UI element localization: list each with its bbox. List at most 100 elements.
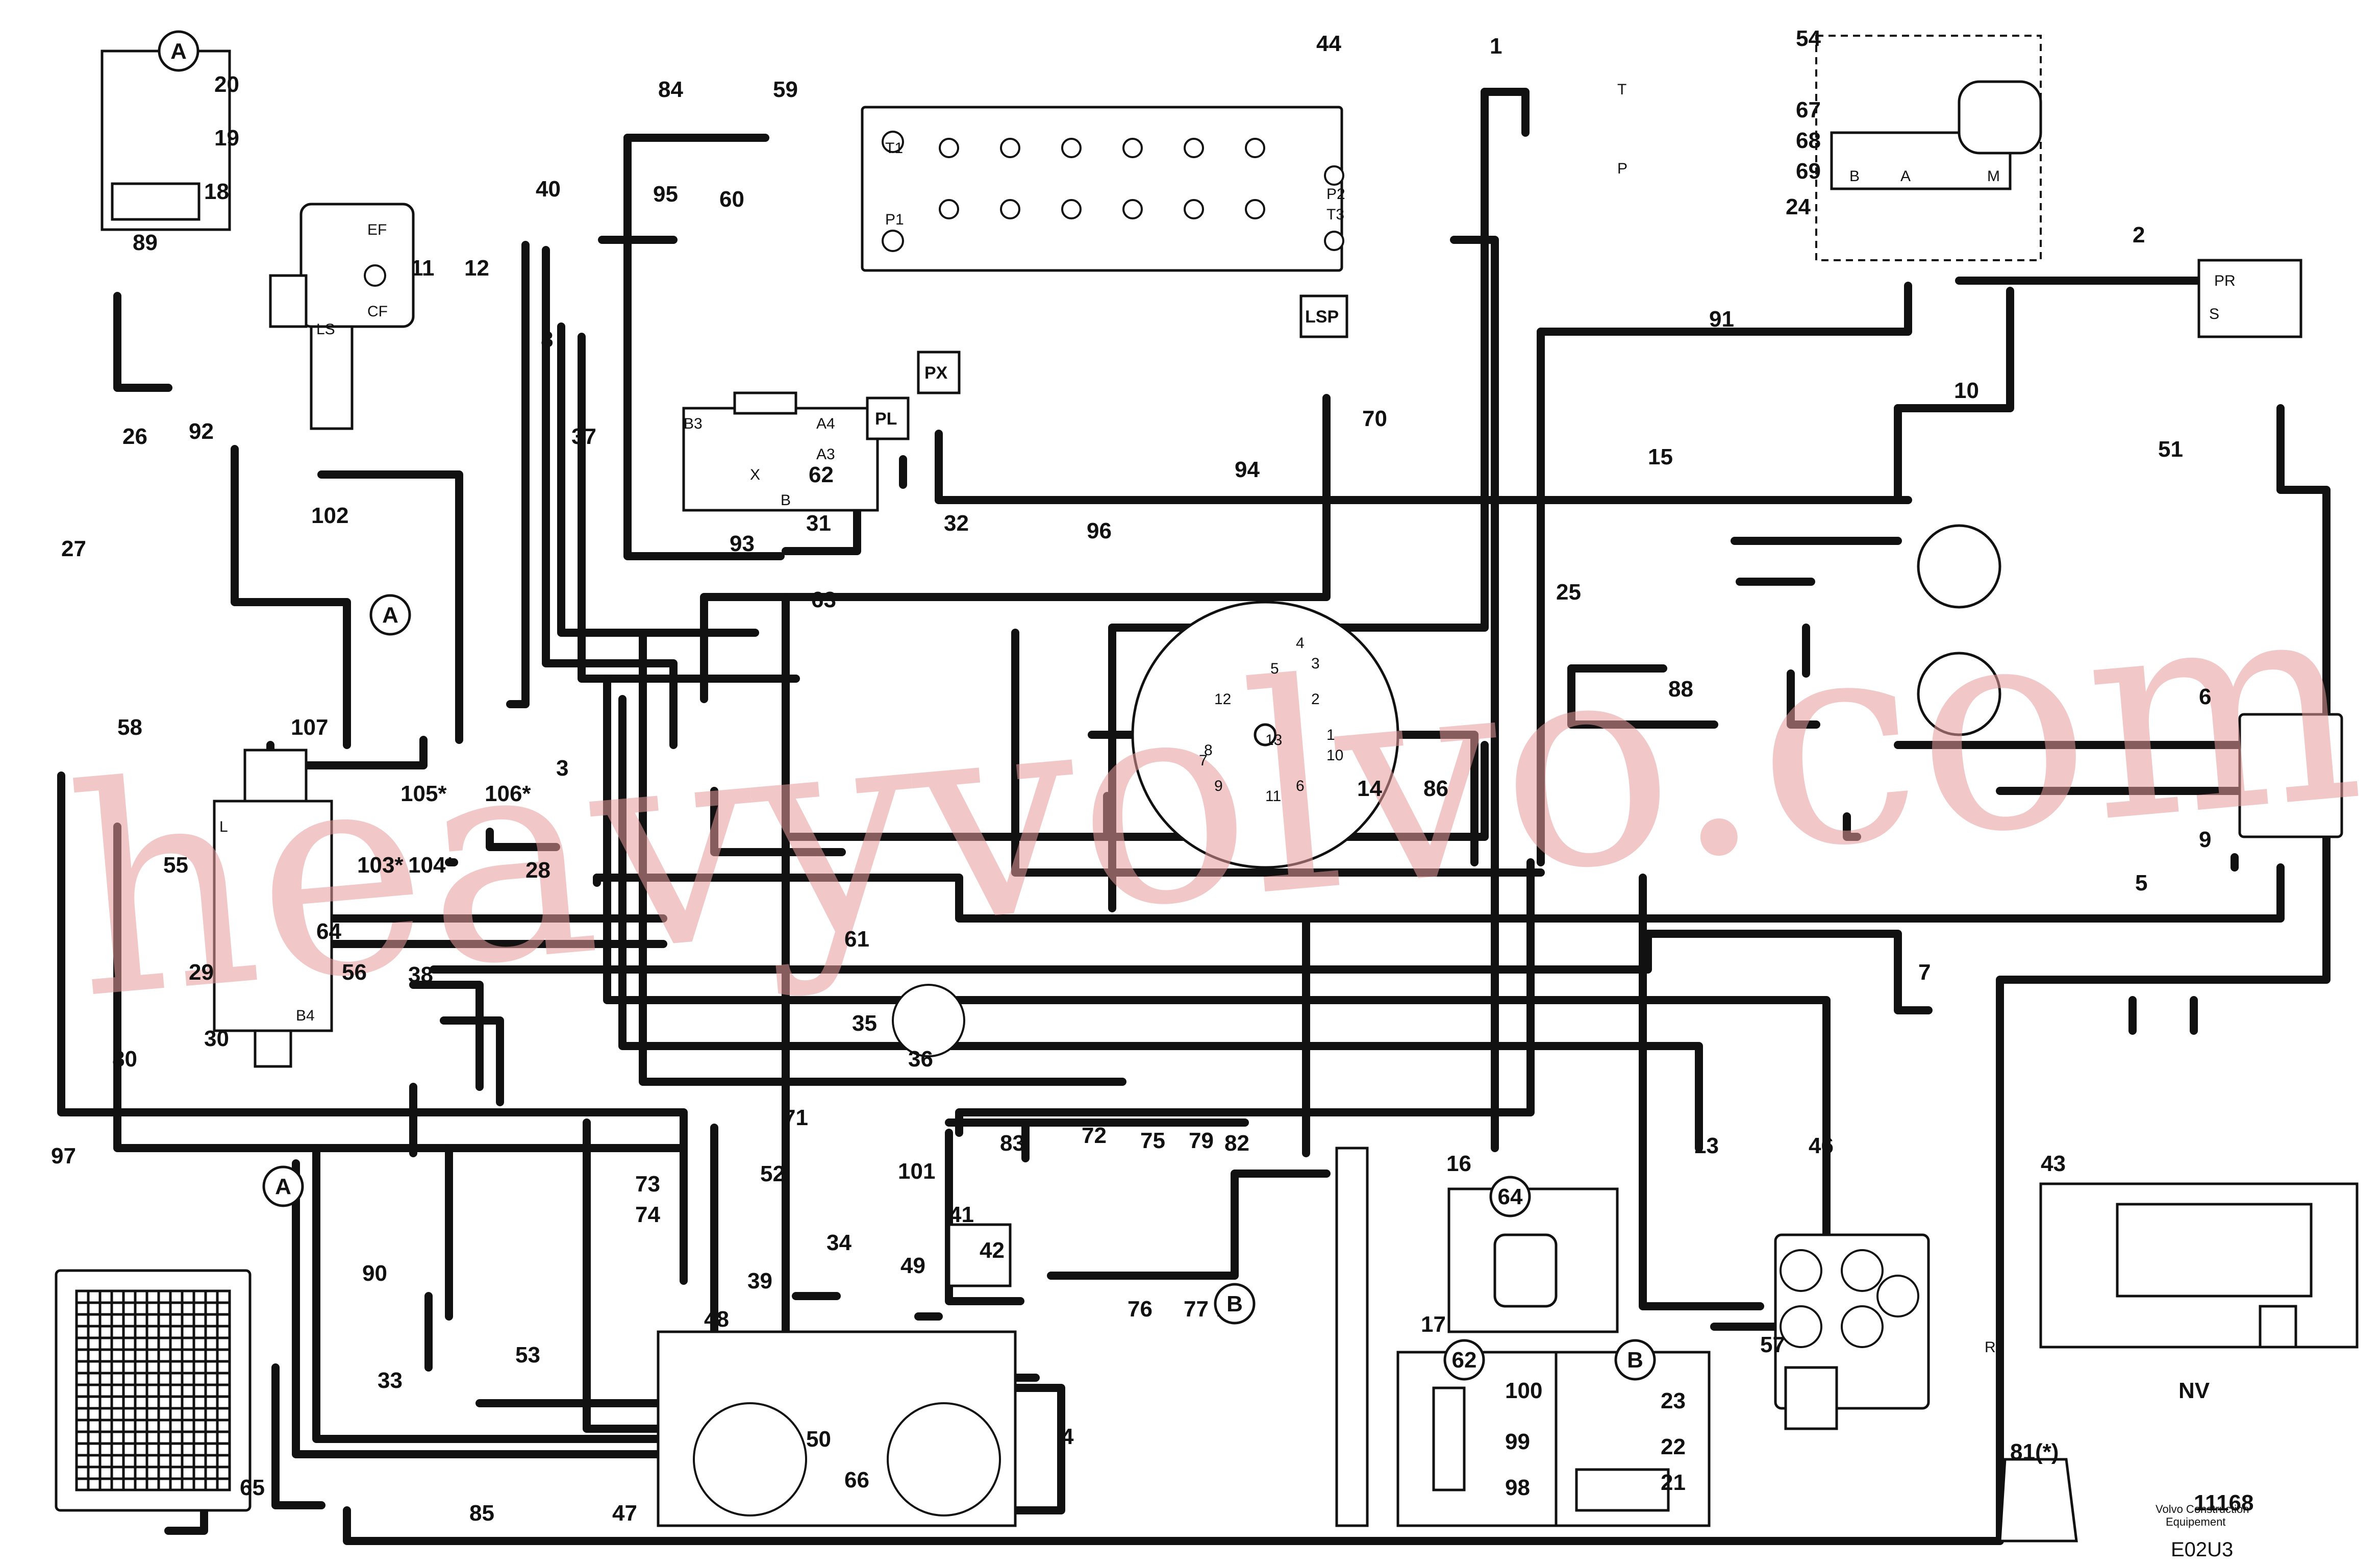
part-label: 99	[1505, 1429, 1530, 1454]
part-label: 32	[944, 511, 969, 536]
part-label: 13	[1694, 1133, 1719, 1158]
valve-port-hole	[1184, 199, 1204, 219]
part-label: 83	[1000, 1131, 1025, 1156]
part-label: 42	[980, 1238, 1005, 1263]
part-label: 8	[541, 327, 553, 352]
port-label: EF	[367, 221, 387, 238]
part-label: 102	[311, 503, 348, 528]
port-label: B4	[296, 1007, 315, 1024]
part-label: 10	[1954, 378, 1979, 403]
part-label: 91	[1709, 307, 1734, 332]
callout-circle	[158, 30, 199, 72]
part-label: 51	[2158, 437, 2183, 462]
part-label: 9	[2199, 827, 2211, 852]
port-label: B	[781, 492, 791, 509]
components	[55, 35, 2359, 1543]
tag-lsp: LSP	[1305, 307, 1339, 327]
port-label: LS	[316, 321, 335, 338]
part-label: 74	[635, 1202, 660, 1227]
part-label: 16	[1446, 1151, 1471, 1176]
callout-circle	[1214, 1283, 1256, 1325]
part-label: 11	[411, 256, 435, 281]
part-label: 90	[362, 1261, 387, 1286]
part-label: 105*	[400, 781, 447, 806]
valve-holes	[939, 138, 1265, 219]
part-label: 44	[1316, 31, 1341, 56]
part-label: 62	[809, 462, 834, 487]
part-label: 58	[117, 715, 142, 740]
part-label: 93	[730, 531, 755, 556]
part-label: 80	[112, 1047, 137, 1072]
gauge-number: 8	[1204, 742, 1213, 759]
gauge-number: 13	[1265, 732, 1282, 749]
callout-letter: B	[1627, 1348, 1643, 1373]
part-label: 55	[163, 853, 188, 878]
port-label: PR	[2214, 272, 2236, 289]
part-label: 70	[1362, 406, 1387, 431]
part-label: 46	[1809, 1133, 1834, 1158]
part-label: 41	[949, 1202, 974, 1227]
callout-circle	[1489, 1176, 1531, 1217]
part-label: 77	[1184, 1297, 1209, 1322]
valve-port-hole	[1000, 199, 1020, 219]
valve-port-hole	[1061, 138, 1082, 158]
port-label: T3	[1326, 206, 1344, 223]
connection-block	[2238, 713, 2343, 838]
part-label: 72	[1082, 1123, 1107, 1148]
valve-port-hole	[1000, 138, 1020, 158]
accumulator-block	[2197, 259, 2302, 338]
gauge-number: 7	[1199, 752, 1208, 769]
part-label: 37	[571, 424, 596, 449]
port-label: T1	[885, 140, 903, 157]
part-label: 60	[719, 187, 744, 212]
part-label: 57	[1760, 1332, 1785, 1357]
part-label: 101	[898, 1159, 935, 1184]
part-label: 67	[1796, 97, 1821, 122]
part-label: 25	[1556, 580, 1581, 605]
part-label: 95	[653, 182, 678, 207]
part-label: 28	[525, 858, 550, 883]
port-label: A4	[816, 415, 835, 432]
part-label: 89	[133, 230, 158, 255]
port-label: P1	[885, 211, 904, 228]
left-valve-block	[299, 203, 415, 328]
part-label: 86	[1423, 776, 1448, 801]
part-label: 43	[2041, 1151, 2066, 1176]
part-label: 50	[806, 1427, 831, 1452]
callout-circle	[1443, 1339, 1485, 1381]
gauge-number: 9	[1214, 778, 1223, 794]
part-label: 53	[515, 1342, 540, 1367]
part-label: 98	[1505, 1475, 1530, 1500]
valve-port-hole	[1245, 199, 1265, 219]
part-label: 71	[783, 1105, 808, 1130]
part-label: 36	[908, 1047, 933, 1072]
pilot-valve-block	[213, 800, 333, 1032]
port-label: P2	[1326, 186, 1345, 203]
part-label: 2	[2133, 222, 2145, 247]
part-label: 23	[1661, 1388, 1686, 1413]
valve-port-hole	[1245, 138, 1265, 158]
part-label: 76	[1128, 1297, 1153, 1322]
part-label: 11168	[2194, 1490, 2254, 1515]
gauge-number: 3	[1311, 655, 1320, 672]
port-label: X	[750, 466, 760, 483]
part-label: 94	[1235, 457, 1260, 482]
solenoid-block-outline	[1815, 35, 2042, 261]
gauge-number: 2	[1311, 691, 1320, 708]
callout-letter: 64	[1498, 1184, 1523, 1209]
part-label: 35	[852, 1011, 877, 1036]
gauge-number: 11	[1265, 788, 1281, 805]
figure-code: E02U3	[2171, 1538, 2233, 1561]
port-label: B	[1849, 168, 1860, 185]
part-label: 21	[1661, 1470, 1686, 1495]
part-label: 84	[658, 77, 683, 102]
part-label: 27	[61, 536, 86, 561]
part-label: 7	[1918, 960, 1931, 985]
part-label: 64	[316, 919, 341, 944]
part-label: 6	[2199, 684, 2211, 709]
part-label: 29	[189, 960, 214, 985]
valve-port-hole	[1122, 138, 1143, 158]
part-label: 85	[469, 1501, 494, 1526]
gauge-number: 4	[1296, 635, 1305, 652]
valve-port-hole	[1061, 199, 1082, 219]
